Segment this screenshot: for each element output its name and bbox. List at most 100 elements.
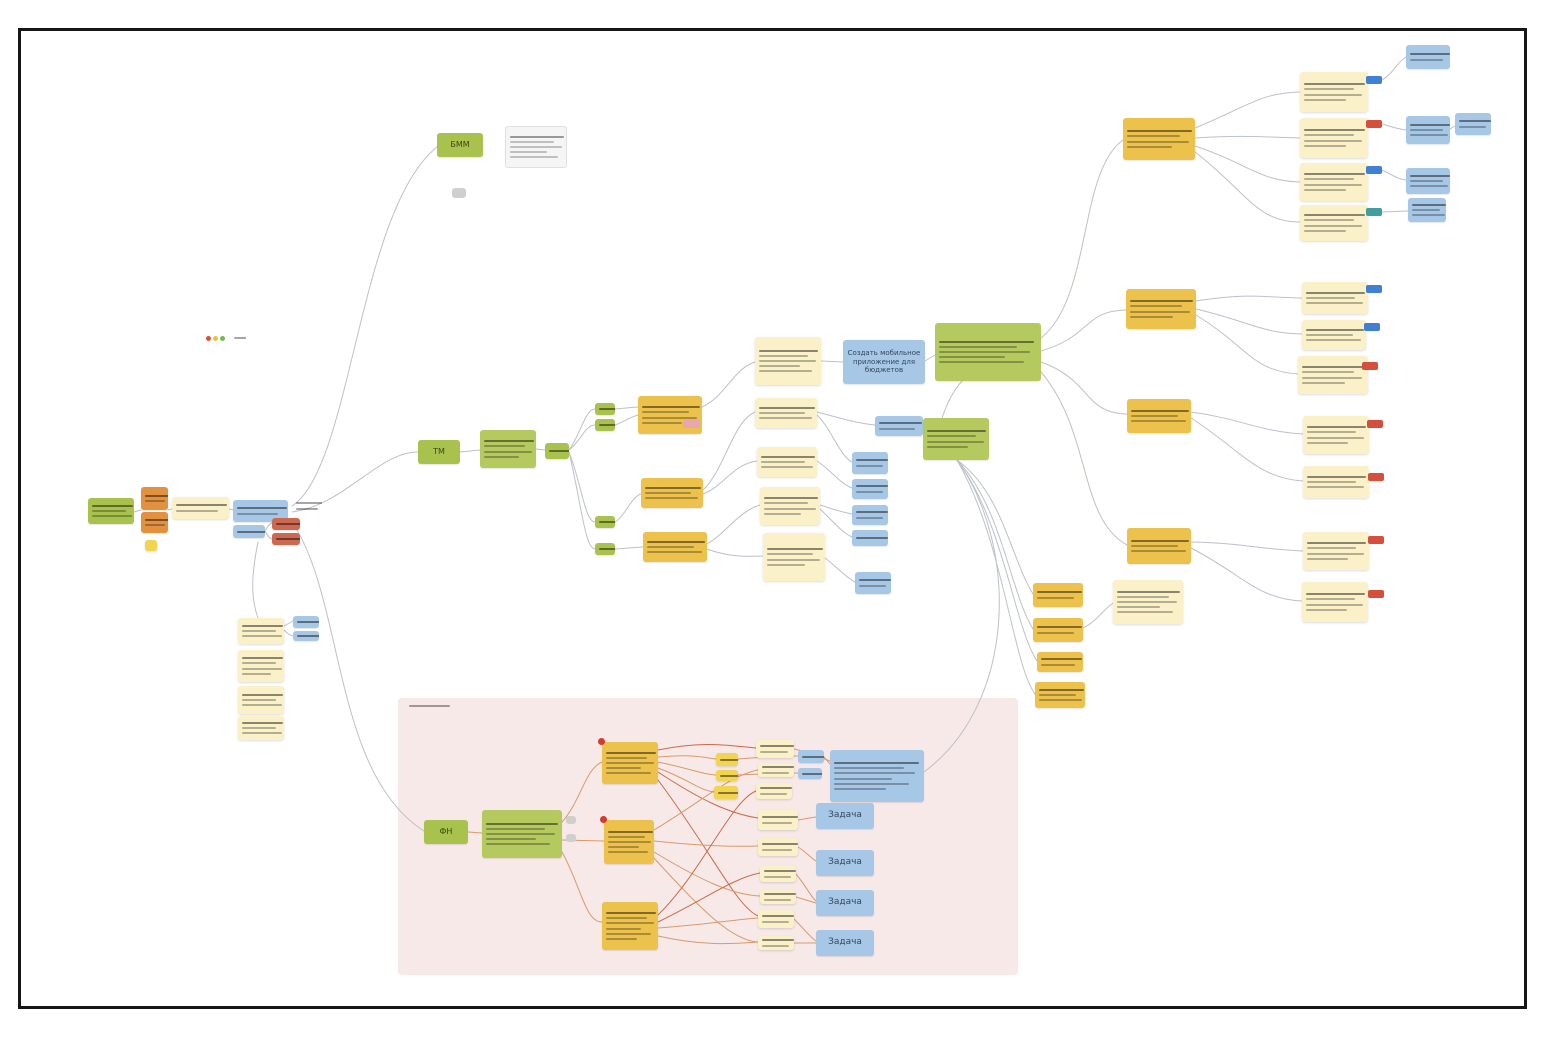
tag-1a[interactable] — [1366, 76, 1382, 84]
root-red-2[interactable] — [272, 533, 300, 545]
tag-1d[interactable] — [1366, 208, 1382, 216]
leaf-1d[interactable] — [1300, 205, 1368, 241]
tm-leaf-b[interactable] — [595, 419, 615, 431]
tm-leaf-a[interactable] — [595, 403, 615, 415]
task-1[interactable]: Задача — [816, 803, 874, 829]
root-note-green[interactable] — [88, 498, 134, 524]
mid-orange-1[interactable] — [1033, 583, 1083, 607]
pink-blue-2[interactable] — [798, 768, 822, 779]
tag-4a[interactable] — [1368, 536, 1384, 544]
center-blue-2[interactable] — [852, 479, 888, 499]
lb-note-1[interactable] — [238, 618, 284, 644]
center-blue-label[interactable] — [875, 416, 923, 436]
tm-leaf-d[interactable] — [595, 543, 615, 555]
center-green-note-2[interactable] — [923, 418, 989, 460]
root-orange-bottom[interactable] — [141, 512, 168, 533]
mid-orange-2[interactable] — [1033, 618, 1083, 642]
tm-orange-b[interactable] — [641, 478, 703, 508]
tm-small-node[interactable] — [545, 443, 569, 459]
lb-note-2[interactable] — [238, 650, 284, 682]
root-red-1[interactable] — [272, 518, 300, 530]
center-blue-5[interactable] — [855, 572, 891, 594]
bmm-node[interactable]: БММ — [437, 133, 483, 157]
far-blue-2[interactable] — [1406, 116, 1450, 144]
far-blue-3[interactable] — [1406, 168, 1450, 194]
mid-orange-4[interactable] — [1035, 682, 1085, 708]
center-cream-4[interactable] — [760, 487, 820, 525]
hub-2[interactable] — [1126, 289, 1196, 329]
fn-green-note[interactable] — [482, 810, 562, 858]
tag-4b[interactable] — [1368, 590, 1384, 598]
lb-note-3[interactable] — [238, 686, 284, 714]
tag-3b[interactable] — [1368, 473, 1384, 481]
center-big-green[interactable] — [935, 323, 1041, 381]
mid-orange-3[interactable] — [1037, 652, 1083, 672]
tm-orange-a[interactable] — [638, 396, 702, 434]
center-blue-1[interactable] — [852, 452, 888, 474]
root-mini-sticky[interactable] — [145, 540, 157, 551]
pink-cream-4[interactable] — [758, 810, 798, 830]
pink-cream-8[interactable] — [758, 910, 794, 928]
tm-node[interactable]: ТМ — [418, 440, 460, 464]
tag-2b[interactable] — [1364, 323, 1380, 331]
tm-leaf-c[interactable] — [595, 516, 615, 528]
hub-3[interactable] — [1127, 399, 1191, 433]
pink-cream-6[interactable] — [760, 866, 796, 882]
task-4[interactable]: Задача — [816, 930, 874, 956]
pink-orange-3[interactable] — [602, 902, 658, 950]
far-blue-4[interactable] — [1408, 198, 1446, 222]
root-orange-top[interactable] — [141, 487, 168, 510]
tag-1c[interactable] — [1366, 166, 1382, 174]
pink-orange-1[interactable] — [602, 742, 658, 784]
leaf-1a[interactable] — [1300, 72, 1368, 112]
mid-cream-note[interactable] — [1113, 580, 1183, 624]
lb-blue-1[interactable] — [293, 616, 319, 628]
pink-cream-3[interactable] — [756, 783, 792, 799]
center-blue-3[interactable] — [852, 505, 888, 525]
hub-4[interactable] — [1127, 528, 1191, 564]
tag-2a[interactable] — [1366, 285, 1382, 293]
leaf-4b[interactable] — [1302, 582, 1368, 622]
pink-cream-9[interactable] — [758, 936, 794, 950]
tag-3a[interactable] — [1367, 420, 1383, 428]
pink-cream-5[interactable] — [758, 838, 798, 856]
leaf-2b[interactable] — [1302, 320, 1366, 350]
leaf-4a[interactable] — [1303, 532, 1369, 570]
leaf-1c[interactable] — [1300, 163, 1368, 201]
leaf-1b[interactable] — [1300, 118, 1368, 158]
pink-cream-1[interactable] — [756, 740, 794, 758]
task-3[interactable]: Задача — [816, 890, 874, 916]
pink-sticky-2[interactable] — [716, 770, 738, 781]
task-2[interactable]: Задача — [816, 850, 874, 876]
pink-sticky-3[interactable] — [714, 786, 738, 799]
pink-cream-2[interactable] — [758, 763, 794, 777]
pink-orange-2[interactable] — [604, 820, 654, 864]
leaf-2a[interactable] — [1302, 282, 1368, 314]
root-blue-main[interactable] — [233, 500, 288, 522]
tm-green-note[interactable] — [480, 430, 536, 468]
far-blue-2b[interactable] — [1455, 113, 1491, 135]
pink-blue-1[interactable] — [798, 750, 824, 763]
lb-blue-2[interactable] — [293, 631, 319, 641]
create-app-node[interactable]: Создать мобильное приложение для бюджето… — [843, 340, 925, 384]
far-blue-1[interactable] — [1406, 45, 1450, 69]
pink-sticky-1[interactable] — [716, 753, 738, 766]
fn-node[interactable]: ФН — [424, 820, 468, 844]
center-cream-1[interactable] — [755, 337, 821, 385]
leaf-3a[interactable] — [1303, 416, 1369, 454]
pink-big-blue-note[interactable] — [830, 750, 924, 802]
leaf-2c[interactable] — [1298, 356, 1368, 394]
tag-2c[interactable] — [1362, 362, 1378, 370]
leaf-3b[interactable] — [1303, 466, 1369, 498]
center-cream-2[interactable] — [755, 398, 817, 428]
tm-orange-c[interactable] — [643, 532, 707, 562]
root-note-yellow[interactable] — [172, 497, 229, 519]
center-blue-4[interactable] — [852, 530, 888, 546]
bmm-white-note[interactable] — [505, 126, 567, 168]
lb-note-4[interactable] — [238, 716, 284, 740]
pink-cream-7[interactable] — [760, 890, 796, 904]
center-cream-5[interactable] — [763, 533, 825, 581]
root-blue-sub[interactable] — [233, 525, 265, 538]
center-cream-3[interactable] — [757, 447, 817, 477]
